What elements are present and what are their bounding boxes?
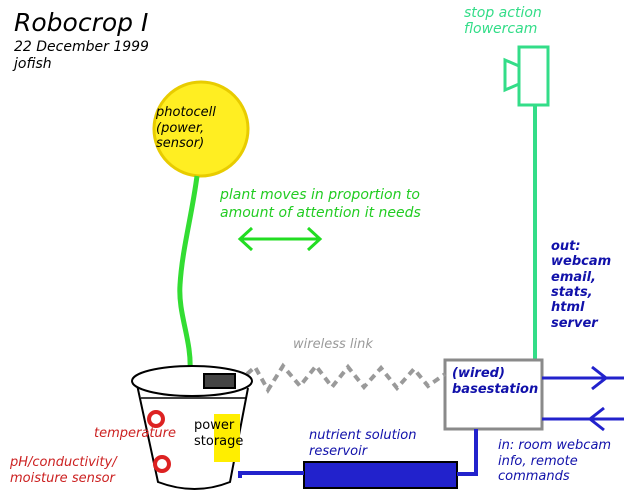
diagram-date: 22 December 1999 xyxy=(14,39,149,55)
output-arrow xyxy=(542,365,624,391)
wireless-link-label: wireless link xyxy=(293,337,373,352)
temperature-sensor-icon xyxy=(147,410,165,428)
ph-sensor-label-line2: moisture sensor xyxy=(10,470,115,486)
photocell-label-line3: sensor) xyxy=(156,136,205,152)
movement-label-line1: plant moves in proportion to xyxy=(220,187,420,203)
power-storage-label-line2: storage xyxy=(194,433,244,449)
reservoir-label-line1: nutrient solution xyxy=(309,428,417,443)
camera-label-line1: stop action xyxy=(464,5,542,21)
ph-sensor-label: pH/conductivity/ moisture sensor xyxy=(10,455,117,486)
power-storage-label: power storage xyxy=(194,418,243,449)
movement-label-line2: amount of attention it needs xyxy=(220,204,421,221)
inputs-label-line3: commands xyxy=(498,469,570,485)
output-item: html xyxy=(551,300,585,316)
movement-arrow xyxy=(237,226,323,252)
input-arrow xyxy=(542,406,624,432)
sensor-box xyxy=(203,373,236,389)
basestation-label-line1: (wired) xyxy=(452,366,505,381)
inputs-label-line1: in: room webcam xyxy=(498,438,612,453)
wireless-link xyxy=(236,362,447,394)
outputs-label: out: webcam email, stats, html server xyxy=(551,239,611,331)
plant-stem xyxy=(177,175,200,373)
reservoir-to-pot-tube xyxy=(238,471,304,478)
camera-label-line2: flowercam xyxy=(464,21,538,38)
photocell-label-line1: photocell xyxy=(156,105,216,120)
nutrient-reservoir xyxy=(303,461,458,489)
basestation-box xyxy=(443,358,544,431)
output-item: server xyxy=(551,315,598,331)
output-item: webcam xyxy=(551,254,612,270)
photocell-label: photocell (power, sensor) xyxy=(156,105,256,152)
temperature-label: temperature xyxy=(94,426,176,441)
ph-sensor-icon xyxy=(153,455,171,473)
photocell-label-line2: (power, xyxy=(156,120,205,136)
camera-label: stop action flowercam xyxy=(464,5,542,37)
reservoir-label: nutrient solution reservoir xyxy=(309,428,416,459)
reservoir-label-line2: reservoir xyxy=(309,443,368,459)
diagram-author: jofish xyxy=(14,56,52,72)
reservoir-to-base-wire xyxy=(457,429,478,476)
camera-icon xyxy=(503,45,550,107)
basestation-label: (wired) basestation xyxy=(452,366,538,397)
power-storage-cell xyxy=(214,414,240,462)
outputs-heading: out: xyxy=(551,239,581,254)
ph-sensor-label-line1: pH/conductivity/ xyxy=(10,455,117,470)
photocell-circle xyxy=(152,80,250,178)
inputs-label: in: room webcam info, remote commands xyxy=(498,438,611,485)
basestation-label-line2: basestation xyxy=(452,381,539,397)
movement-label: plant moves in proportion to amount of a… xyxy=(220,187,421,222)
output-item: email, xyxy=(551,269,596,285)
diagram-title: Robocrop I xyxy=(14,8,149,37)
inputs-label-line2: info, remote xyxy=(498,453,578,469)
power-storage-label-line1: power xyxy=(194,418,235,433)
output-item: stats, xyxy=(551,284,593,300)
